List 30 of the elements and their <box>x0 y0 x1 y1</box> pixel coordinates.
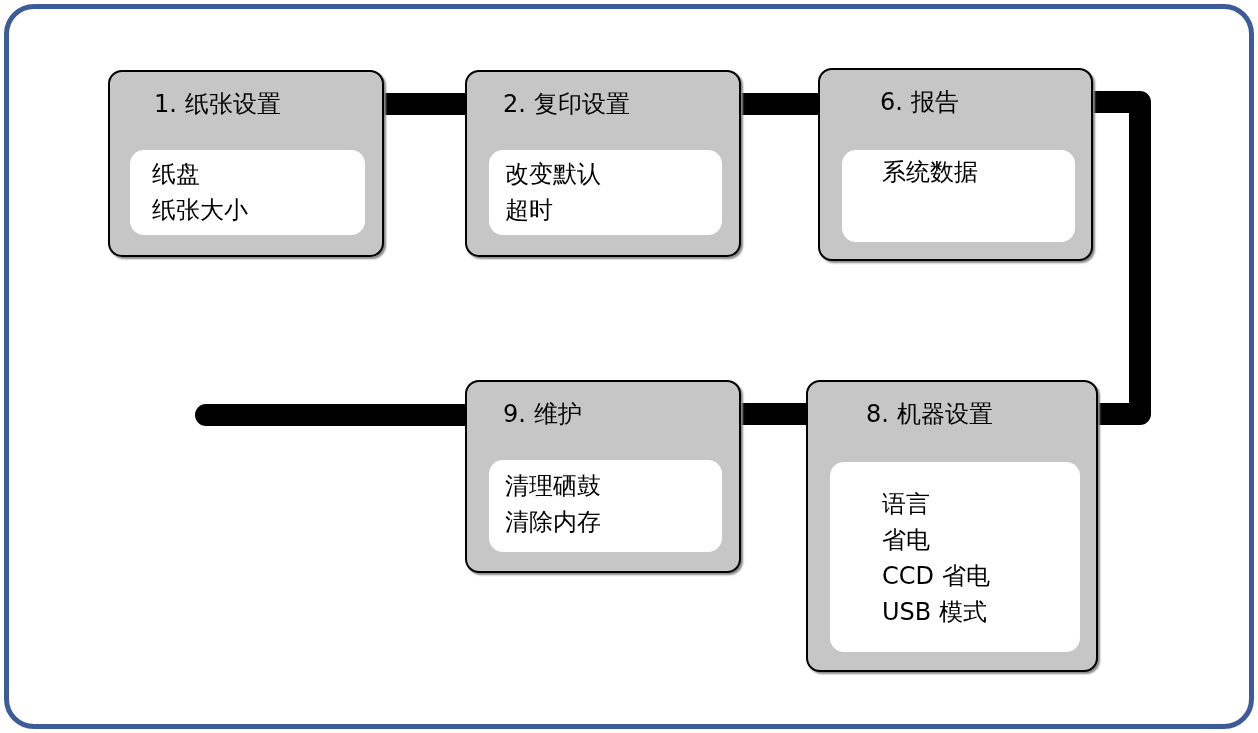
menu-box <box>108 70 384 257</box>
box-title: 8. 机器设置 <box>866 399 993 430</box>
connector-line <box>1093 91 1151 425</box>
menu-item: 纸张大小 <box>152 195 249 226</box>
box-title: 9. 维护 <box>503 399 582 430</box>
menu-item: 系统数据 <box>882 157 979 188</box>
menu-item: 省电 <box>882 525 931 556</box>
menu-item: 语言 <box>882 489 931 520</box>
box-title: 1. 纸张设置 <box>154 89 281 120</box>
menu-item: 改变默认 <box>505 159 602 190</box>
menu-item: 超时 <box>505 195 554 226</box>
option-panel <box>830 462 1080 652</box>
option-panel <box>489 460 722 552</box>
menu-box <box>806 380 1098 672</box>
menu-item: 清理硒鼓 <box>505 471 602 502</box>
box-title: 2. 复印设置 <box>503 89 630 120</box>
option-panel <box>130 150 365 235</box>
box-title: 6. 报告 <box>880 87 959 118</box>
option-panel <box>489 150 722 235</box>
menu-item: 纸盘 <box>152 159 201 190</box>
menu-box <box>465 380 741 573</box>
menu-box <box>818 68 1093 261</box>
option-panel <box>842 150 1075 242</box>
menu-item: USB 模式 <box>882 597 988 628</box>
menu-item: CCD 省电 <box>882 561 991 592</box>
menu-item: 清除内存 <box>505 507 602 538</box>
connector-line <box>384 93 465 115</box>
connector-line <box>741 93 818 115</box>
connector-line <box>741 403 806 425</box>
menu-box <box>465 70 741 257</box>
